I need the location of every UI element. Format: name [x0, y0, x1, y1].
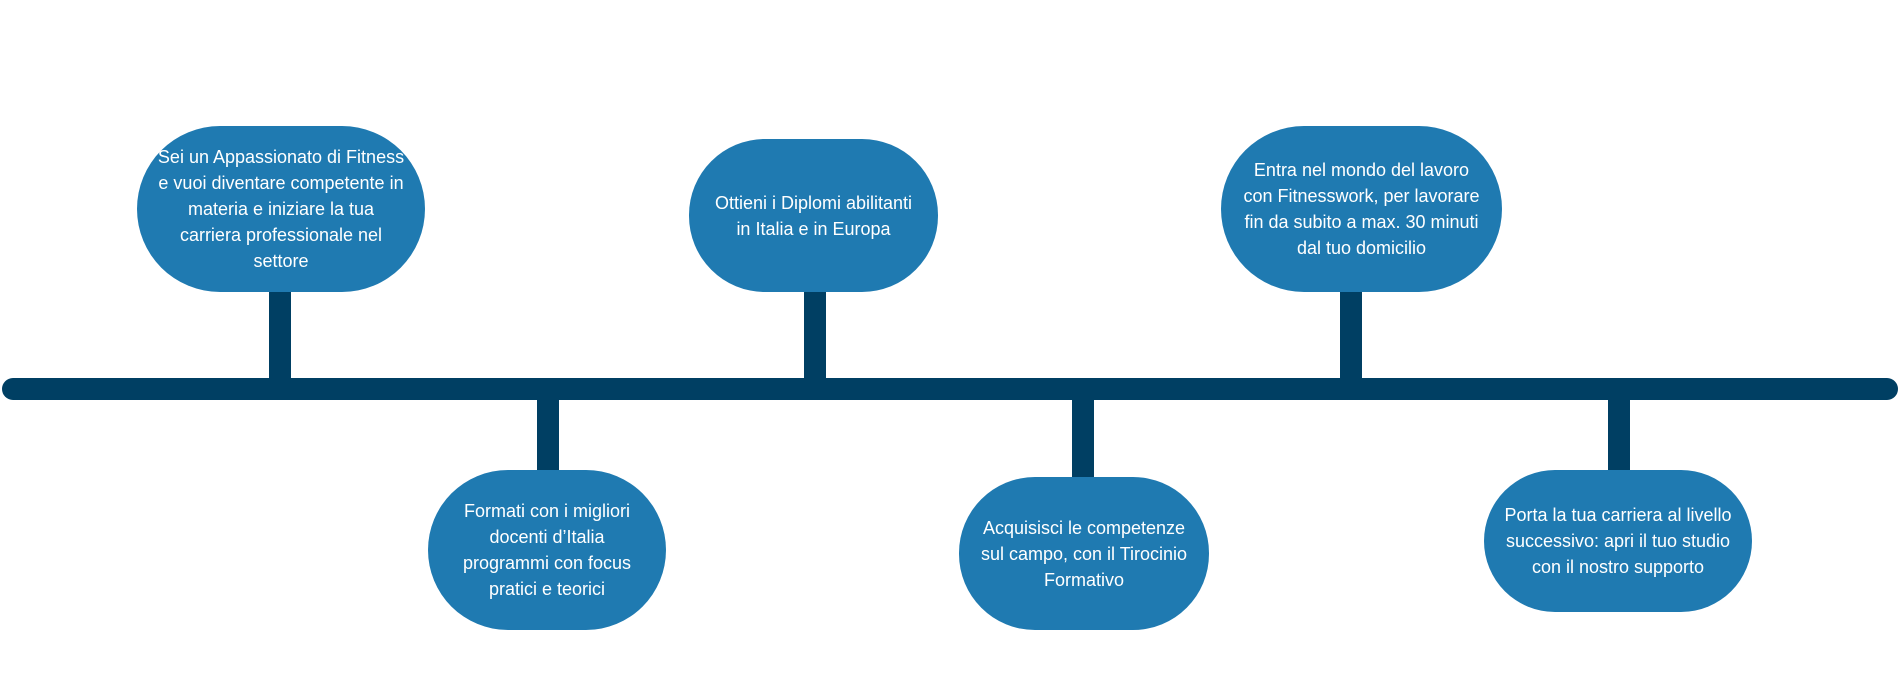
timeline-axis [2, 378, 1898, 400]
timeline-connector [269, 286, 291, 398]
timeline-connector [1608, 378, 1630, 474]
milestone-text: Sei un Appassionato di Fitness e vuoi di… [157, 147, 405, 271]
milestone-bubble-1: Sei un Appassionato di Fitness e vuoi di… [137, 126, 425, 292]
timeline-connector [804, 286, 826, 398]
milestone-bubble-6: Porta la tua carriera al livello success… [1484, 470, 1752, 612]
milestone-bubble-3: Ottieni i Diplomi abilitanti in Italia e… [689, 139, 938, 292]
timeline-connector [1072, 378, 1094, 480]
timeline-connector [1340, 286, 1362, 398]
milestone-text: Formati con i migliori docenti d’Italia … [462, 501, 632, 599]
milestone-bubble-5: Entra nel mondo del lavoro con Fitnesswo… [1221, 126, 1502, 292]
milestone-bubble-4: Acquisisci le competenze sul campo, con … [959, 477, 1209, 630]
timeline-connector [537, 378, 559, 474]
milestone-bubble-2: Formati con i migliori docenti d’Italia … [428, 470, 666, 630]
milestone-text: Acquisisci le competenze sul campo, con … [980, 517, 1188, 590]
milestone-text: Porta la tua carriera al livello success… [1504, 505, 1732, 577]
milestone-text: Entra nel mondo del lavoro con Fitnesswo… [1243, 160, 1480, 258]
milestone-text: Ottieni i Diplomi abilitanti in Italia e… [714, 192, 913, 239]
